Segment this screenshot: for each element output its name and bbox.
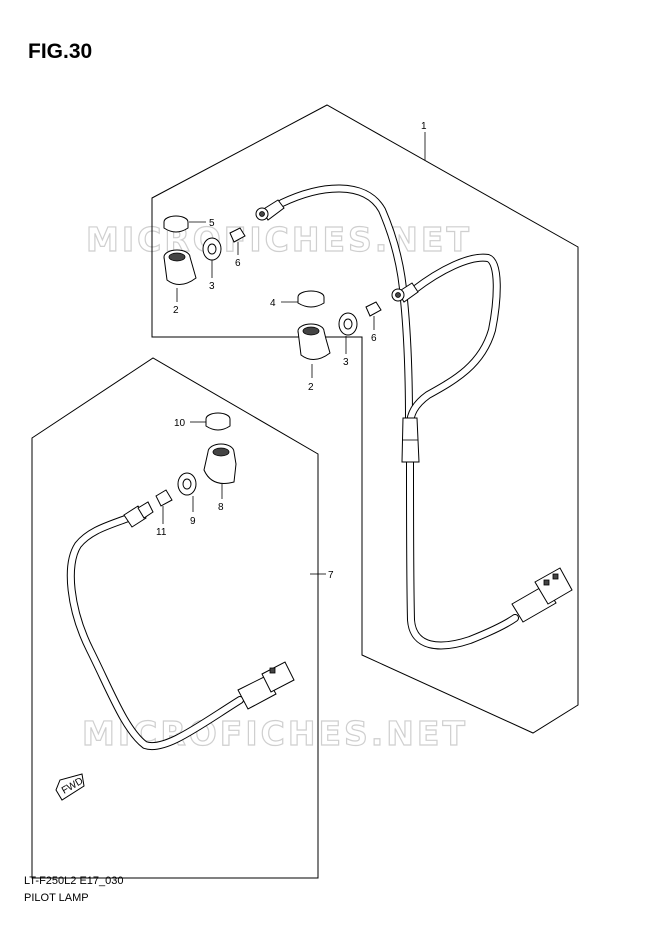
part-11-bulb xyxy=(155,489,173,507)
part-5-cap xyxy=(163,215,189,233)
callout-11: 11 xyxy=(156,527,167,538)
callout-6-upper: 6 xyxy=(235,258,241,269)
leader-lines xyxy=(162,132,426,575)
part-9-grommet xyxy=(177,472,197,496)
part-2-housing-lower xyxy=(297,323,331,360)
socket-top xyxy=(255,199,285,221)
figure-footer: LT-F250L2 E17_030 PILOT LAMP xyxy=(24,873,123,907)
watermark-top: MICROFICHES.NET xyxy=(86,220,472,259)
part-10-cap xyxy=(205,412,231,431)
part-3-grommet-upper xyxy=(202,237,222,261)
part-6-bulb-lower xyxy=(365,301,382,317)
figure-code: LT-F250L2 E17_030 xyxy=(24,875,124,887)
callout-3-upper: 3 xyxy=(209,281,215,292)
callout-2-lower: 2 xyxy=(308,382,314,393)
callout-9: 9 xyxy=(190,516,196,527)
callout-8: 8 xyxy=(218,502,224,513)
part-2-housing-upper xyxy=(163,249,197,285)
callout-2-upper: 2 xyxy=(173,305,179,316)
callout-4: 4 xyxy=(270,298,276,309)
part-4-cap xyxy=(297,290,325,308)
panel-assembly-7 xyxy=(31,357,319,879)
figure-title: FIG.30 xyxy=(28,40,93,63)
part-3-grommet-lower xyxy=(338,312,358,336)
coupler-harness-7 xyxy=(237,661,295,710)
callout-10: 10 xyxy=(174,418,186,429)
callout-5: 5 xyxy=(209,218,215,229)
callout-3-lower: 3 xyxy=(343,357,349,368)
callout-6-lower: 6 xyxy=(371,333,377,344)
socket-harness-7 xyxy=(123,501,154,528)
callout-7: 7 xyxy=(328,570,334,581)
fwd-arrow-icon: FWD xyxy=(55,773,85,801)
harness-1 xyxy=(255,184,573,650)
watermark-bottom: MICROFICHES.NET xyxy=(82,714,468,753)
figure-name: PILOT LAMP xyxy=(24,892,89,904)
harness-7 xyxy=(66,501,295,751)
panel-assembly-1 xyxy=(151,104,579,734)
socket-middle xyxy=(391,282,419,303)
callout-1: 1 xyxy=(421,121,427,132)
part-8-housing xyxy=(203,443,237,484)
coupler-harness-1 xyxy=(511,567,573,623)
part-6-bulb-upper xyxy=(229,227,246,243)
